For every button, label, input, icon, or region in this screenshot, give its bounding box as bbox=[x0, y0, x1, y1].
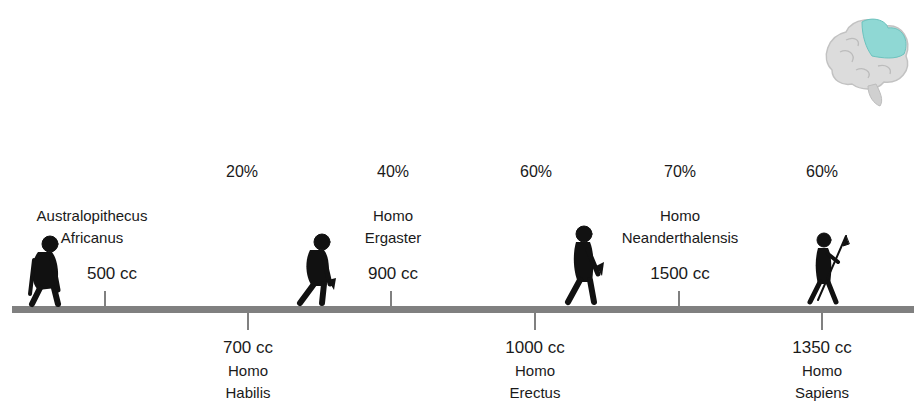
species-name: Homo Habilis bbox=[225, 360, 270, 402]
percentage-label: 70% bbox=[664, 160, 696, 183]
percentage-label: 40% bbox=[377, 160, 409, 183]
percentage-label: 60% bbox=[806, 160, 838, 183]
species-name: Homo Neanderthalensis bbox=[622, 205, 739, 249]
brain-volume: 1350 cc bbox=[792, 336, 852, 361]
tick-marks bbox=[105, 291, 822, 330]
brain-volume: 700 cc bbox=[223, 336, 273, 361]
species-name: Australopithecus Africanus bbox=[37, 205, 148, 249]
brain-volume: 1000 cc bbox=[505, 336, 565, 361]
brain-volume: 1500 cc bbox=[650, 262, 710, 287]
percentage-label: 60% bbox=[520, 160, 552, 183]
species-name: Homo Sapiens bbox=[795, 360, 849, 402]
species-name: Homo Ergaster bbox=[365, 205, 422, 249]
timeline-axis bbox=[12, 306, 914, 313]
brain-volume: 500 cc bbox=[87, 262, 137, 287]
species-name: Homo Erectus bbox=[510, 360, 561, 402]
percentage-label: 20% bbox=[226, 160, 258, 183]
brain-volume: 900 cc bbox=[368, 262, 418, 287]
brain-icon bbox=[826, 19, 907, 106]
